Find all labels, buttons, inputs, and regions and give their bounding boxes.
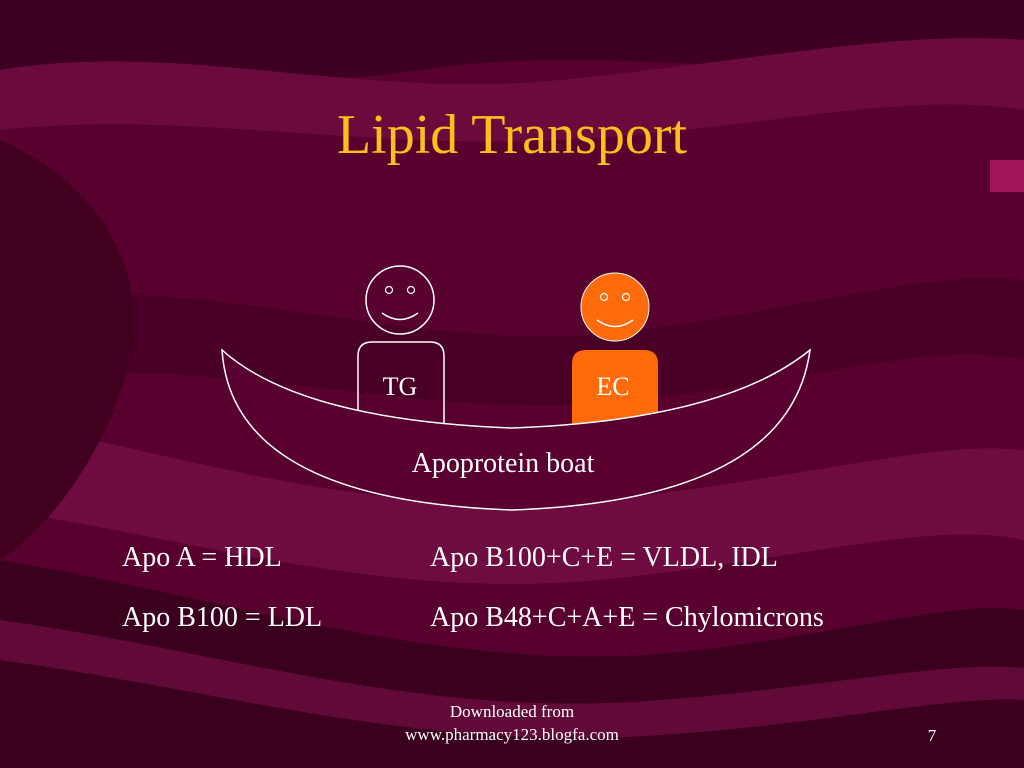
boat-hull bbox=[221, 348, 811, 511]
person-ec-head bbox=[580, 272, 650, 342]
wave-band-bottom bbox=[0, 620, 1024, 738]
person-ec-label: EC bbox=[596, 372, 629, 401]
person-tg-smile bbox=[381, 312, 419, 321]
person-ec-eye-left bbox=[599, 292, 609, 302]
person-tg-eye-left bbox=[384, 285, 394, 295]
wave-band-upper bbox=[0, 38, 1024, 142]
footer-source: Downloaded from www.pharmacy123.blogfa.c… bbox=[362, 700, 662, 746]
page-number: 7 bbox=[927, 726, 937, 745]
association-apo-b100-c-e: Apo B100+C+E = VLDL, IDL bbox=[430, 542, 778, 573]
wave-dark-top bbox=[0, 0, 1024, 90]
footer-line-1: Downloaded from bbox=[449, 702, 575, 721]
slide-title: Lipid Transport bbox=[336, 104, 688, 166]
boat-label: Apoprotein boat bbox=[412, 448, 595, 479]
person-tg-eye-right bbox=[406, 285, 416, 295]
footer-line-2[interactable]: www.pharmacy123.blogfa.com bbox=[405, 725, 619, 744]
person-tg: TG bbox=[357, 265, 445, 430]
association-apo-b48-c-a-e: Apo B48+C+A+E = Chylomicrons bbox=[430, 602, 824, 633]
person-tg-label: TG bbox=[383, 372, 418, 401]
apoprotein-boat: Apoprotein boat bbox=[221, 348, 811, 511]
person-ec: EC bbox=[572, 272, 658, 440]
association-apo-b100: Apo B100 = LDL bbox=[122, 602, 323, 633]
right-edge-tab bbox=[990, 160, 1024, 192]
person-ec-smile bbox=[596, 319, 634, 328]
person-tg-head bbox=[365, 265, 435, 335]
wave-dark-left bbox=[0, 140, 134, 560]
wave-band-low bbox=[0, 420, 1024, 584]
association-apo-a: Apo A = HDL bbox=[122, 542, 282, 573]
person-tg-body bbox=[357, 341, 445, 430]
person-ec-eye-right bbox=[621, 292, 631, 302]
